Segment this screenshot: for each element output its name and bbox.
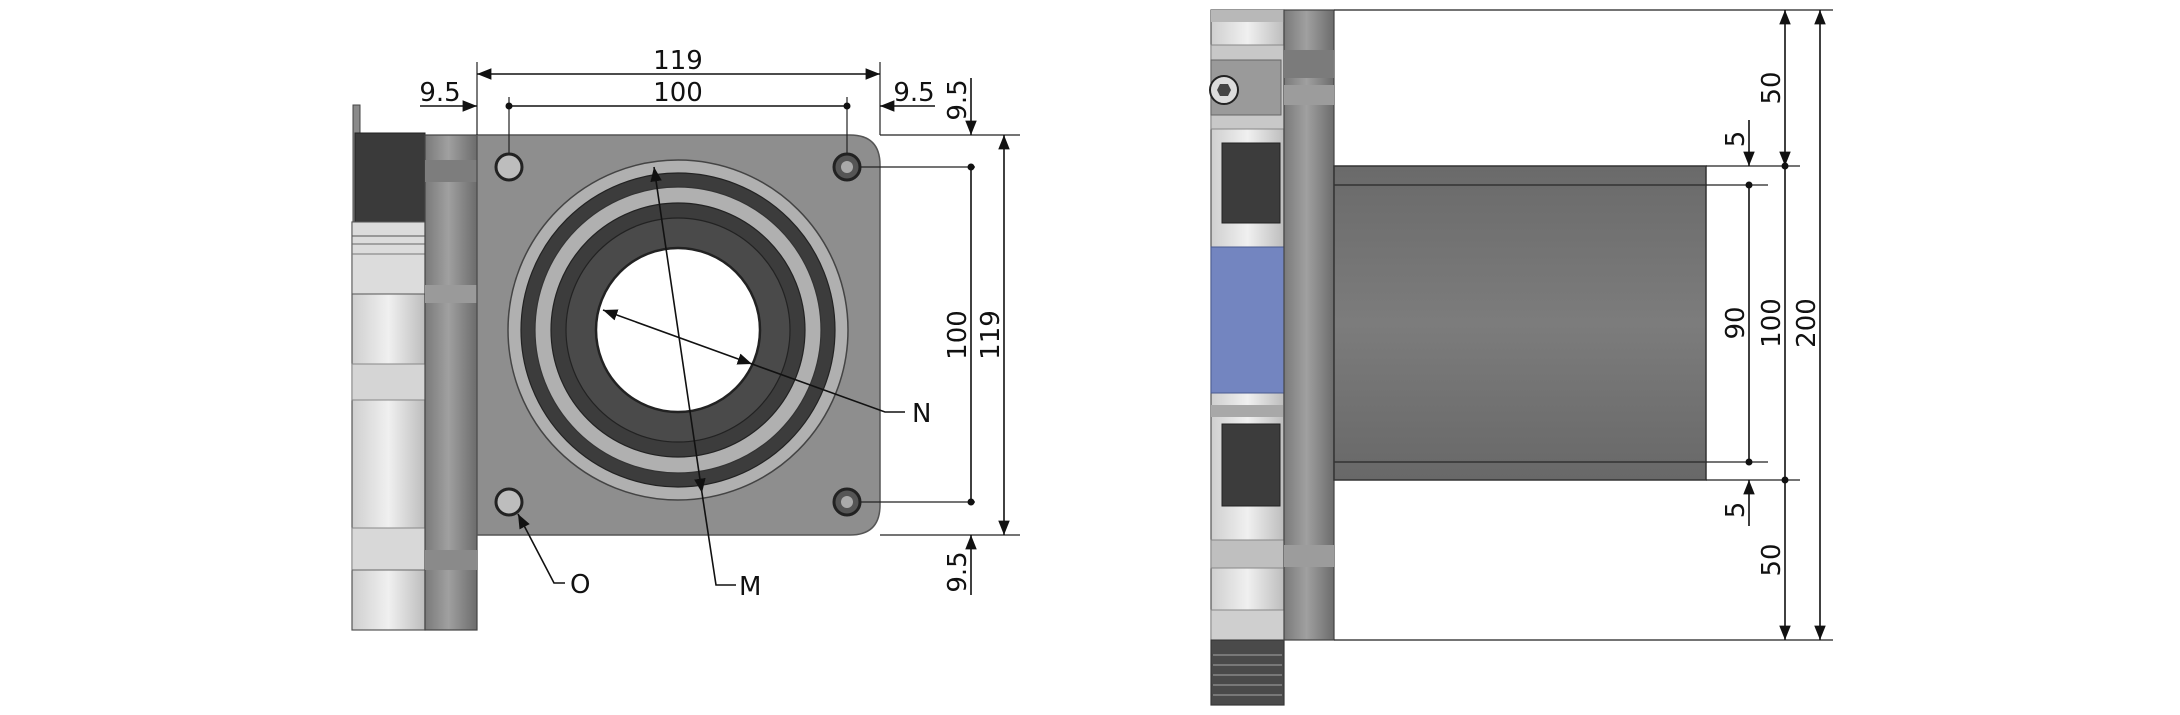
blue-panel: [1210, 246, 1285, 394]
dim-hole-spacing-v: 100: [943, 310, 973, 360]
side-flange: [1283, 9, 1335, 641]
dim-side-top-gap: 5: [1721, 131, 1751, 148]
diameter-line-m: [650, 166, 706, 494]
dim-bottom-offset: 9.5: [943, 551, 973, 592]
dim-side-overall: 200: [1792, 298, 1822, 348]
dim-side-top-section: 50: [1757, 71, 1787, 104]
dim-overall-width: 119: [653, 46, 703, 76]
dim-side-bottom-gap: 5: [1721, 502, 1751, 519]
mounting-holes: [494, 152, 862, 517]
dim-overall-height: 119: [976, 310, 1006, 360]
side-housing: [1209, 9, 1285, 706]
callout-o: O: [570, 570, 590, 600]
dim-top-offset: 9.5: [943, 79, 973, 120]
dim-left-offset: 9.5: [419, 78, 460, 108]
dim-side-mid: 100: [1757, 298, 1787, 348]
callout-m: M: [739, 572, 761, 602]
front-view: 119 100 9.5 9.5 9.5 100 119 9.5: [351, 46, 1020, 631]
mounting-hole-bl: [494, 487, 524, 517]
dim-right-offset: 9.5: [893, 78, 934, 108]
dim-hole-spacing-h: 100: [653, 78, 703, 108]
housing-body: [351, 104, 426, 631]
dim-side-bottom-section: 50: [1757, 543, 1787, 576]
side-view: 50 5 90 100 200 5 50: [1209, 9, 1833, 706]
dim-side-inner: 90: [1721, 306, 1751, 339]
callout-n: N: [912, 399, 931, 429]
side-boss: [1333, 165, 1707, 481]
mounting-hole-tl: [494, 152, 524, 182]
flange-edge: [424, 134, 478, 631]
